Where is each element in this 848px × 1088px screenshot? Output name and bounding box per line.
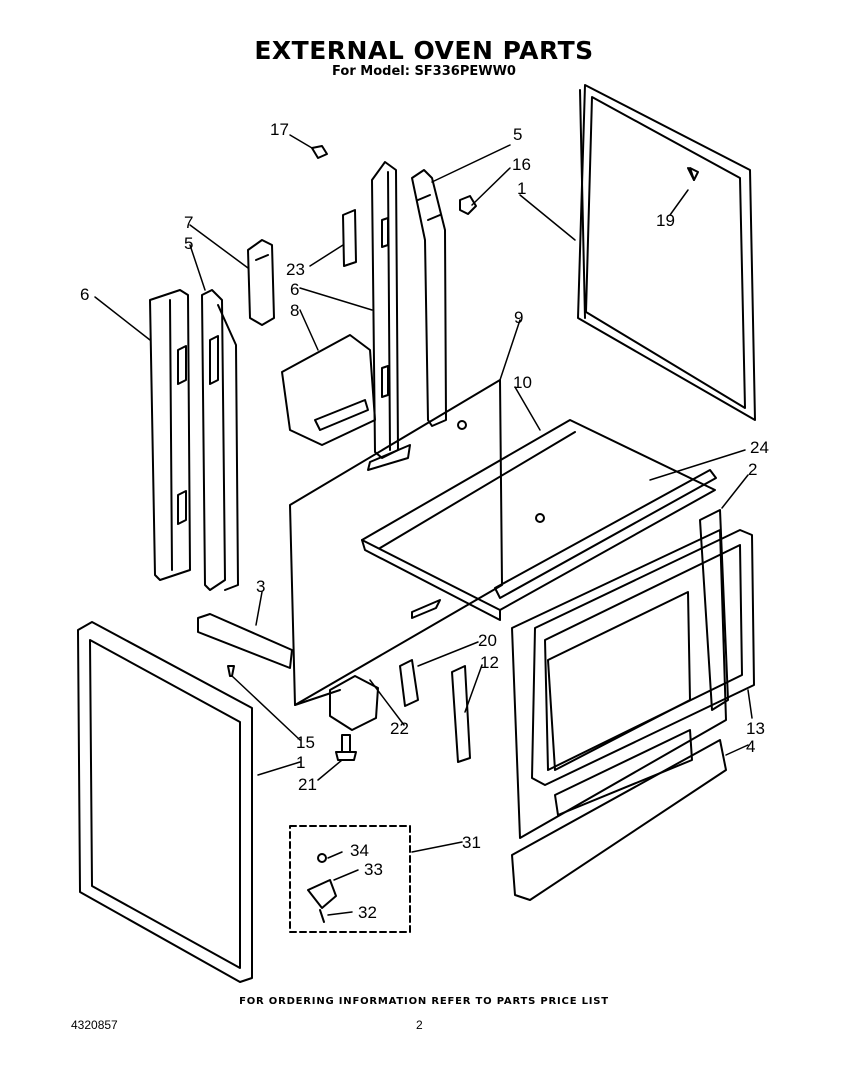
part-16-clip bbox=[459, 195, 477, 215]
callout-13: 13 bbox=[746, 719, 765, 738]
part-20-bracket bbox=[399, 659, 419, 707]
diagram-title: EXTERNAL OVEN PARTS bbox=[254, 36, 594, 65]
callout-7: 7 bbox=[184, 213, 193, 232]
part-12-strip bbox=[451, 665, 471, 763]
callout-12: 12 bbox=[480, 653, 499, 672]
document-number: 4320857 bbox=[71, 1018, 118, 1032]
part-24-rail bbox=[494, 469, 717, 599]
callout-1: 1 bbox=[517, 179, 526, 198]
callout-22: 22 bbox=[390, 719, 409, 738]
callout-9: 9 bbox=[514, 308, 523, 327]
part-4-trim bbox=[511, 739, 727, 901]
callout-4: 4 bbox=[746, 737, 755, 756]
part-7-bracket bbox=[247, 239, 275, 326]
part-1-side-panel-right bbox=[577, 84, 756, 421]
callout-8: 8 bbox=[290, 301, 299, 320]
callout-21: 21 bbox=[298, 775, 317, 794]
page-number: 2 bbox=[416, 1018, 423, 1032]
ordering-instruction: FOR ORDERING INFORMATION REFER TO PARTS … bbox=[239, 996, 609, 1007]
callout-10: 10 bbox=[513, 373, 532, 392]
callout-5-left: 5 bbox=[184, 234, 193, 253]
front-frame bbox=[511, 529, 727, 839]
callout-17: 17 bbox=[270, 120, 289, 139]
part-22-hinge bbox=[329, 675, 379, 731]
leader-lines bbox=[94, 134, 753, 916]
callout-19: 19 bbox=[656, 211, 675, 230]
part-2-side-panel bbox=[699, 509, 729, 711]
callout-5: 5 bbox=[513, 125, 522, 144]
model-label: For Model: SF336PEWW0 bbox=[332, 64, 516, 79]
part-19-clip bbox=[689, 167, 699, 181]
callout-3: 3 bbox=[256, 577, 265, 596]
callout-numbers: 17 5 16 1 19 7 5 23 6 6 8 9 10 24 2 3 20… bbox=[80, 120, 769, 922]
callout-20: 20 bbox=[478, 631, 497, 650]
part-23-strip bbox=[342, 209, 357, 267]
part-15-screw bbox=[227, 665, 235, 677]
callout-31: 31 bbox=[462, 833, 481, 852]
callout-15: 15 bbox=[296, 733, 315, 752]
callout-16: 16 bbox=[512, 155, 531, 174]
part-13-gasket bbox=[531, 529, 755, 786]
part-8-duct bbox=[281, 334, 376, 446]
part-6-left-channel bbox=[149, 289, 191, 581]
callout-2: 2 bbox=[748, 460, 757, 479]
part-17-clip bbox=[311, 145, 328, 159]
callout-32: 32 bbox=[358, 903, 377, 922]
callout-6: 6 bbox=[290, 280, 299, 299]
part-6-right-channel bbox=[371, 161, 399, 459]
callout-1-left: 1 bbox=[296, 753, 305, 772]
part-21-screw bbox=[335, 734, 357, 761]
callout-6-left: 6 bbox=[80, 285, 89, 304]
part-5-right-bracket bbox=[411, 169, 447, 427]
callout-33: 33 bbox=[364, 860, 383, 879]
part-1-side-panel-left bbox=[77, 621, 253, 983]
callout-34: 34 bbox=[350, 841, 369, 860]
part-3-bar bbox=[197, 613, 293, 669]
callout-24: 24 bbox=[750, 438, 769, 457]
part-10-shelf bbox=[361, 419, 716, 621]
part-31-kit-box bbox=[289, 825, 411, 933]
callout-23: 23 bbox=[286, 260, 305, 279]
part-5-left-bracket bbox=[201, 289, 239, 591]
